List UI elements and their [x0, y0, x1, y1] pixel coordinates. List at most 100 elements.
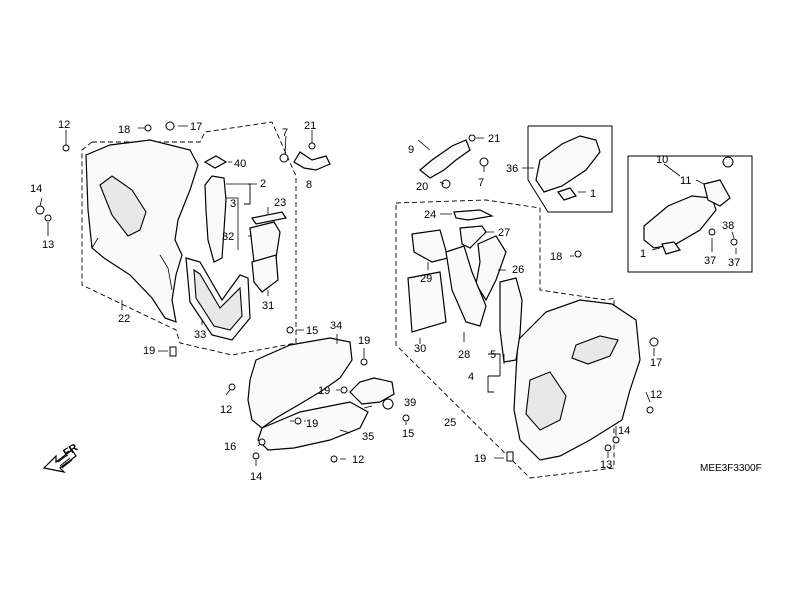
panel-33-inner: [193, 268, 243, 331]
bracket-part-8[interactable]: [293, 151, 331, 171]
center-lower-cowl-part-34[interactable]: [247, 337, 353, 429]
callout-26: 26: [512, 264, 524, 276]
bolt-20[interactable]: [441, 179, 451, 189]
bolt-19-a[interactable]: [360, 358, 368, 366]
bolt-12-d[interactable]: [646, 406, 654, 414]
bolt-12-c[interactable]: [330, 455, 338, 463]
callout-30: 30: [414, 343, 426, 355]
callout-2: 2: [260, 178, 266, 190]
panel-part-29[interactable]: [411, 229, 449, 263]
left-assembly: [35, 121, 331, 357]
bolt-14-c[interactable]: [612, 436, 620, 444]
bolt-19[interactable]: [169, 346, 177, 357]
callout-14: 14: [30, 183, 42, 195]
callout-14: 14: [250, 471, 262, 483]
callout-14: 14: [618, 425, 630, 437]
bolt-16[interactable]: [258, 438, 266, 446]
rubber-part-11[interactable]: [703, 179, 731, 207]
bracket-2-3: [244, 183, 251, 205]
panel-part-24[interactable]: [453, 209, 494, 221]
panel-part-26[interactable]: [475, 235, 507, 302]
callout-27: 27: [498, 227, 510, 239]
bolt-37-a[interactable]: [708, 228, 716, 236]
callout-37: 37: [728, 257, 740, 269]
leader-10: [651, 163, 737, 254]
nut-13-b[interactable]: [604, 444, 612, 452]
bolt-19-b[interactable]: [340, 386, 348, 394]
bracket-part-39[interactable]: [349, 377, 395, 405]
callout-9: 9: [408, 144, 414, 156]
cap-part-top[interactable]: [722, 156, 734, 168]
bolt-18[interactable]: [144, 124, 152, 132]
callout-1: 1: [640, 248, 646, 260]
callout-35: 35: [362, 431, 374, 443]
panel-part-30[interactable]: [407, 271, 447, 333]
bolt-18-b[interactable]: [574, 250, 582, 258]
leader-lines-right: [417, 137, 655, 459]
callout-15: 15: [402, 428, 414, 440]
bolt-12-b[interactable]: [228, 383, 236, 391]
callout-5: 5: [490, 349, 496, 361]
seal-part-1-b[interactable]: [661, 241, 682, 255]
panel-part-5[interactable]: [499, 277, 523, 363]
callout-34: 34: [330, 320, 342, 332]
bolt-14[interactable]: [35, 205, 45, 215]
bracket-part-9[interactable]: [419, 139, 471, 179]
center-lower-assembly: [225, 326, 410, 466]
callout-4: 4: [468, 371, 474, 383]
bolt-37-b[interactable]: [730, 238, 738, 246]
callout-29: 29: [420, 273, 432, 285]
plate-part-23[interactable]: [251, 211, 287, 225]
callout-32: 32: [222, 231, 234, 243]
seal-part-1-a[interactable]: [557, 187, 577, 201]
duct-part-36[interactable]: [535, 135, 601, 193]
callout-19: 19: [358, 335, 370, 347]
panel-part-28[interactable]: [445, 245, 487, 327]
nut-7[interactable]: [279, 153, 289, 163]
bolt-19-c[interactable]: [294, 417, 302, 425]
diagram-code: MEE3F3300F: [700, 463, 762, 474]
panel-part-32[interactable]: [249, 221, 281, 263]
bolt-21[interactable]: [308, 142, 316, 150]
nut-17-b[interactable]: [649, 337, 659, 347]
bolt-15[interactable]: [286, 326, 294, 334]
callout-8: 8: [306, 179, 312, 191]
bolt-21-b[interactable]: [468, 134, 476, 142]
grommet-39[interactable]: [382, 398, 394, 410]
callout-11: 11: [680, 175, 691, 187]
callout-19: 19: [143, 345, 155, 357]
bracket-4-5: [487, 353, 501, 393]
callout-20: 20: [416, 181, 428, 193]
right-cowl-inner: [525, 371, 567, 431]
right-cowl-vent: [571, 335, 619, 365]
bolt-15-b[interactable]: [402, 414, 410, 422]
callout-21: 21: [488, 133, 500, 145]
callout-13: 13: [600, 459, 612, 471]
bolt-19-e[interactable]: [506, 451, 514, 462]
callout-12: 12: [650, 389, 662, 401]
callout-23: 23: [274, 197, 286, 209]
nut-17[interactable]: [165, 121, 175, 131]
callout-36: 36: [506, 163, 518, 175]
callout-12: 12: [220, 404, 232, 416]
duct-part-11[interactable]: [643, 195, 717, 249]
sticker-part-40[interactable]: [203, 155, 228, 169]
bolt-14-b[interactable]: [252, 452, 260, 460]
callout-17: 17: [190, 121, 202, 133]
callout-39: 39: [404, 397, 416, 409]
callout-7: 7: [282, 127, 288, 139]
callout-13: 13: [42, 239, 54, 251]
inner-panel-part-2[interactable]: [204, 175, 227, 263]
nut-7-b[interactable]: [479, 157, 489, 167]
bolt-12[interactable]: [62, 144, 70, 152]
panel-part-31[interactable]: [251, 254, 279, 293]
callout-12: 12: [352, 454, 364, 466]
panel-part-27[interactable]: [459, 225, 487, 249]
front-direction-indicator: [42, 449, 77, 473]
left-cowl-edge: [91, 237, 173, 291]
callout-28: 28: [458, 349, 470, 361]
nut-13[interactable]: [44, 214, 52, 222]
callout-37: 37: [704, 255, 716, 267]
callout-12: 12: [58, 119, 70, 131]
